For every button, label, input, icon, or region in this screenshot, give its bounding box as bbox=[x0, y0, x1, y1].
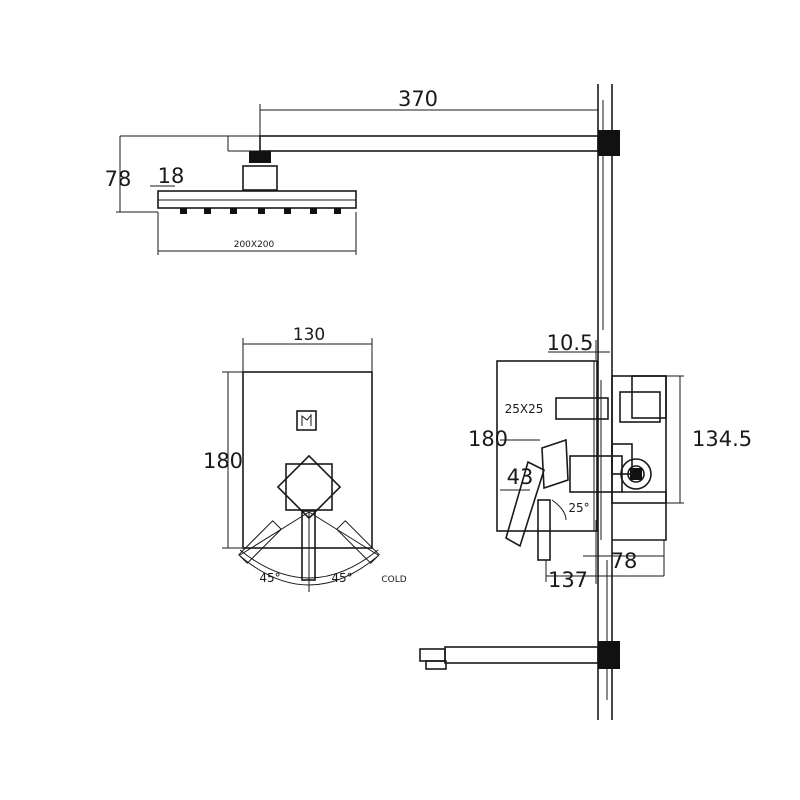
valve-side-view bbox=[496, 340, 684, 584]
dim-angle-left: 45° bbox=[259, 571, 280, 585]
dim-plate-height: 180 bbox=[203, 449, 243, 473]
valve-plate-front bbox=[222, 338, 380, 592]
dim-angle-right: 45° bbox=[331, 571, 352, 585]
dim-square-size: 25X25 bbox=[505, 402, 544, 416]
label-cold: COLD bbox=[381, 575, 406, 585]
dim-depth-long: 137 bbox=[548, 568, 588, 592]
dim-side-offset: 10.5 bbox=[547, 331, 594, 355]
dim-head-size: 200X200 bbox=[234, 240, 275, 250]
dim-handle-height: 43 bbox=[507, 465, 534, 489]
wall bbox=[597, 84, 613, 720]
dim-handle-angle: 25° bbox=[568, 501, 589, 515]
shower-arm bbox=[227, 104, 620, 156]
dim-plate-width: 130 bbox=[293, 325, 325, 345]
dim-side-depth: 134.5 bbox=[692, 427, 752, 451]
dim-depth-short: 78 bbox=[611, 549, 638, 573]
dim-head-thickness: 18 bbox=[158, 164, 185, 188]
shower-head bbox=[116, 135, 357, 255]
bath-spout bbox=[419, 641, 620, 670]
dim-arm-length: 370 bbox=[398, 87, 438, 111]
dim-side-height: 180 bbox=[468, 427, 508, 451]
dim-head-height: 78 bbox=[105, 167, 132, 191]
